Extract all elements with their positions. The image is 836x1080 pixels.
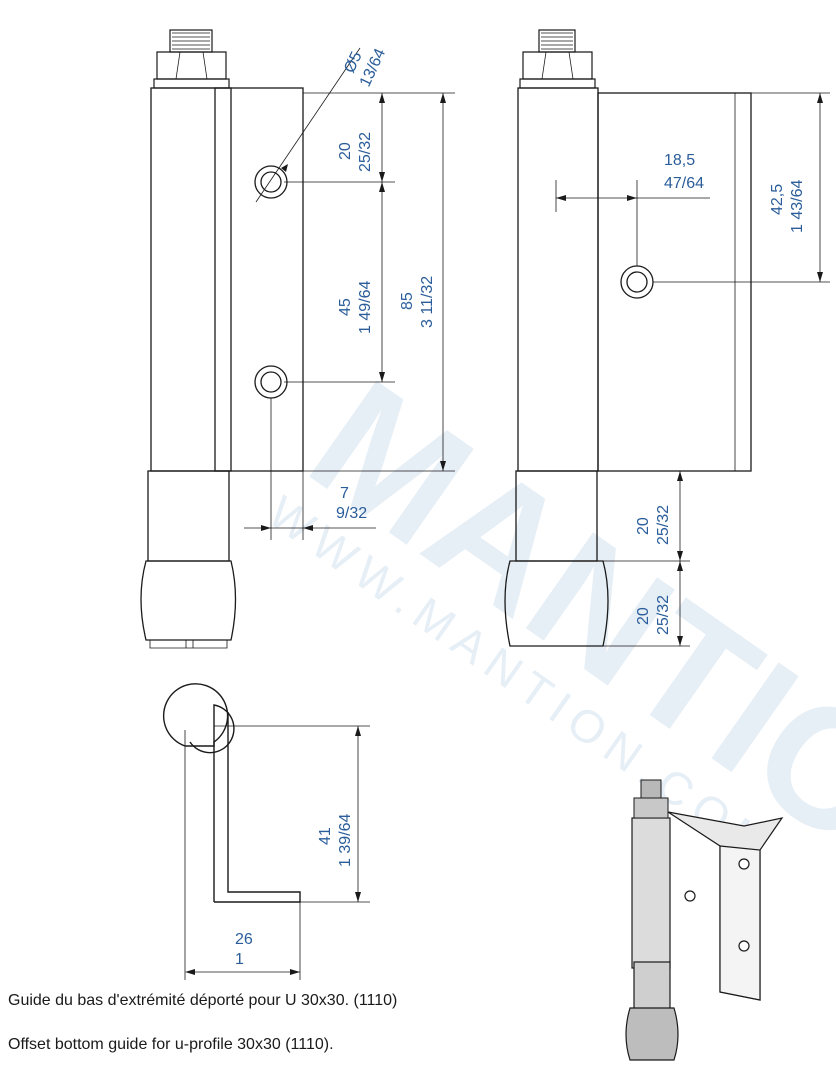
dim-hole-spacing-inch: 1 49/64 <box>357 281 374 334</box>
dim-total-height-inch: 3 11/32 <box>419 276 436 328</box>
dim-sleeve-length-inch: 25/32 <box>655 505 672 545</box>
dim-profile-width-inch: 1 <box>235 951 244 968</box>
side-dimensions <box>555 92 830 647</box>
hinge-body-side <box>517 87 752 472</box>
dim-top-to-hole-inch: 25/32 <box>357 132 374 172</box>
side-view: 18,5 47/64 42,5 1 43/64 20 25/32 20 25/3… <box>504 29 830 647</box>
dim-total-height: 85 3 11/32 <box>399 276 436 328</box>
dim-top-to-hole: 20 25/32 <box>337 132 374 172</box>
dim-hole-horizontal-value: 18,5 <box>664 152 695 169</box>
dim-sleeve-length: 20 25/32 <box>635 505 672 545</box>
threaded-stud <box>153 29 230 89</box>
dim-hole-diameter-inch: 13/64 <box>357 46 389 90</box>
dim-hole-vertical-inch: 1 43/64 <box>789 180 806 233</box>
dim-hole-diameter: Ø5 13/64 <box>341 46 389 90</box>
dim-hole-vertical-value: 42,5 <box>769 184 786 215</box>
mounting-hole-side <box>620 265 654 299</box>
guide-roller <box>140 470 237 649</box>
top-view-profile: 41 1 39/64 26 1 <box>162 683 370 980</box>
dim-total-height-value: 85 <box>399 292 416 310</box>
dim-roller-length-value: 20 <box>635 607 652 625</box>
dim-sleeve-length-value: 20 <box>635 517 652 535</box>
dim-profile-height: 41 1 39/64 <box>317 814 354 867</box>
front-dimensions <box>244 47 455 540</box>
dim-roller-length: 20 25/32 <box>635 595 672 635</box>
dim-pin-offset-inch: 9/32 <box>336 505 367 522</box>
dim-profile-height-inch: 1 39/64 <box>337 814 354 867</box>
dim-profile-width-value: 26 <box>235 931 253 948</box>
dim-profile-height-value: 41 <box>317 827 334 845</box>
caption-english: Offset bottom guide for u-profile 30x30 … <box>8 1036 334 1053</box>
dim-hole-spacing: 45 1 49/64 <box>337 281 374 334</box>
dim-hole-horizontal-inch: 47/64 <box>664 175 704 192</box>
dim-hole-vertical: 42,5 1 43/64 <box>769 180 806 233</box>
threaded-stud-side <box>519 29 596 89</box>
dim-top-to-hole-value: 20 <box>337 142 354 160</box>
dim-roller-length-inch: 25/32 <box>655 595 672 635</box>
dim-hole-spacing-value: 45 <box>337 298 354 316</box>
mounting-hole-upper <box>254 165 288 199</box>
dim-pin-offset-value: 7 <box>340 485 349 502</box>
hinge-body <box>150 87 304 472</box>
mounting-hole-lower <box>254 365 288 399</box>
caption-french: Guide du bas d'extrémité déporté pour U … <box>8 992 398 1009</box>
isometric-product-view <box>625 779 784 1061</box>
